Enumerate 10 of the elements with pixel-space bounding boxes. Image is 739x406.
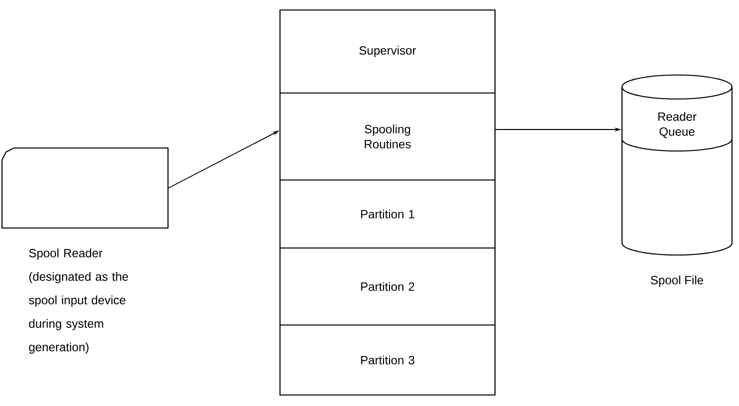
node-label: Spool Reader (designated as the spool input device during system generation): [28, 248, 128, 354]
cylinder: Reader Queue: [621, 74, 733, 256]
memory-section: Partition 1: [279, 179, 496, 249]
memory-section: Supervisor: [279, 9, 496, 94]
node-label: Reader Queue: [658, 112, 696, 138]
node-label: Spool File: [650, 276, 704, 287]
memory-section: Spooling Routines: [279, 92, 496, 181]
memory-section: Partition 3: [279, 324, 496, 396]
memory-section: Partition 2: [279, 247, 496, 326]
punch-card-symbol: [1, 147, 169, 229]
